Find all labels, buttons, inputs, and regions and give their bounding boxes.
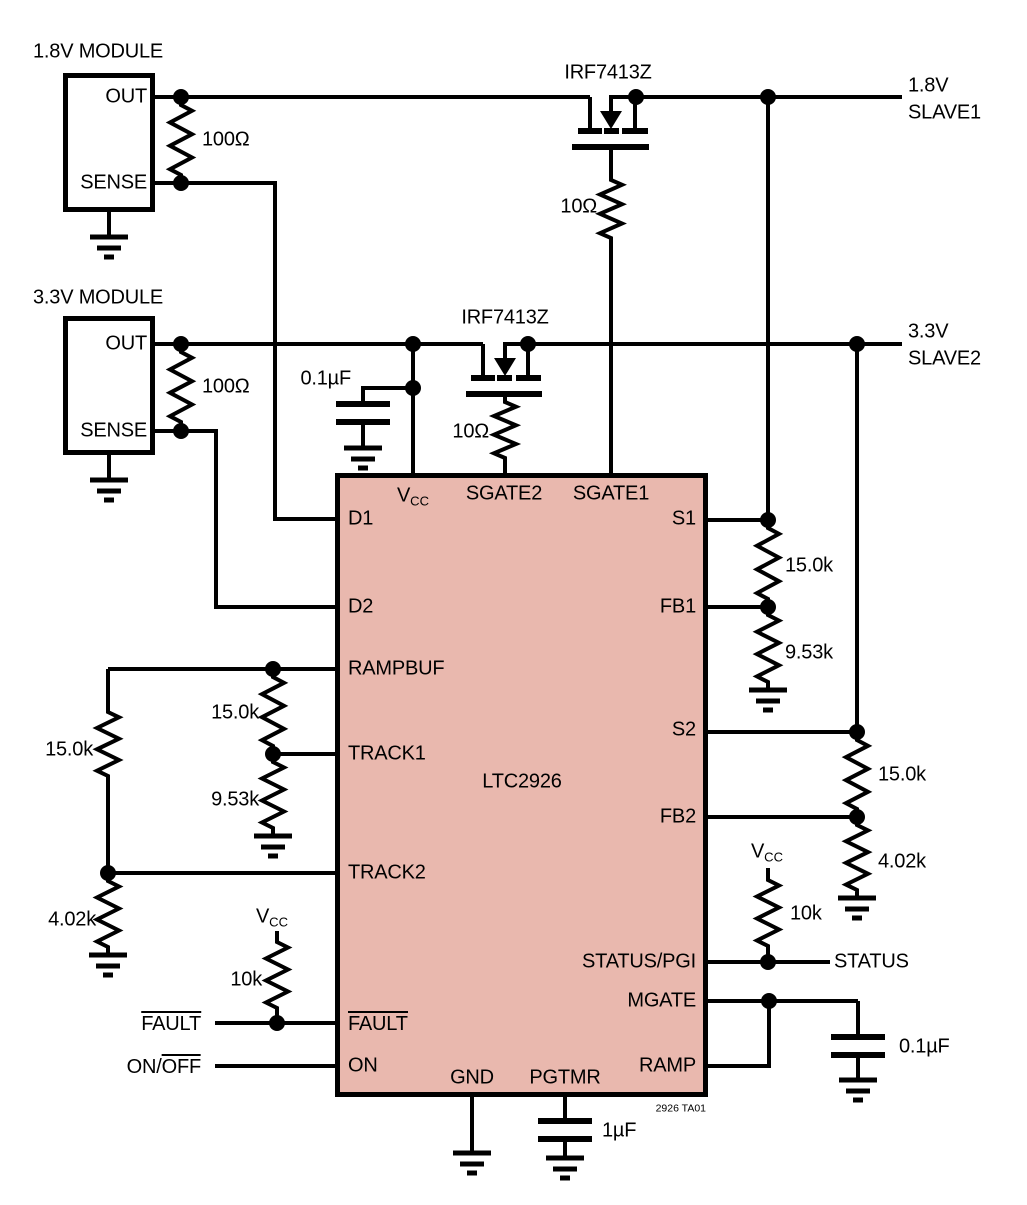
- ground-module1: [90, 234, 128, 260]
- module2-pin-out: OUT: [105, 332, 147, 355]
- wires: [107, 95, 902, 1158]
- output2-name: SLAVE2: [908, 347, 981, 370]
- status-signal-label: STATUS: [834, 950, 909, 973]
- wire-vcc-cap-branch: [361, 386, 413, 401]
- module2-pin-sense: SENSE: [80, 419, 147, 442]
- capacitors: [336, 401, 885, 1142]
- module2-resistor-label: 100Ω: [202, 375, 250, 398]
- resistor-fb2-bottom-4k02: [841, 817, 873, 898]
- output2-voltage: 3.3V: [908, 320, 949, 343]
- resistor-fb1-top-15k: [752, 520, 784, 607]
- resistor-label-track2: 4.02k: [48, 908, 96, 931]
- module1-title: 1.8V MODULE: [33, 40, 164, 63]
- ic-part-label: LTC2926: [482, 770, 562, 793]
- ground-pgtmr-cap: [546, 1155, 584, 1181]
- ground-mgate-cap: [839, 1077, 877, 1103]
- resistors: [92, 97, 873, 1023]
- resistor-100ohm-1: [165, 97, 197, 183]
- mosfet-1-symbol: [572, 97, 649, 150]
- vcc-cap-label: 0.1µF: [300, 367, 351, 390]
- resistor-label-fb2-bottom: 4.02k: [878, 850, 926, 873]
- ic-pin-ramp: RAMP: [639, 1054, 696, 1077]
- resistor-track1-top-15k: [257, 669, 289, 754]
- ic-pin-d1: D1: [348, 507, 374, 530]
- fault-signal-label: FAULT: [141, 1011, 201, 1035]
- ic-body: [335, 473, 708, 1097]
- resistor-label-ramp-side: 15.0k: [45, 738, 93, 761]
- resistor-label-fault-pullup: 10k: [230, 968, 262, 991]
- resistor-status-pullup-10k: [752, 868, 784, 962]
- ground-module2: [90, 477, 128, 503]
- ic-pin-status-pgi: STATUS/PGI: [582, 950, 696, 973]
- ic-pin-rampbuf: RAMPBUF: [348, 657, 445, 680]
- ic-pin-track1: TRACK1: [348, 742, 426, 765]
- capacitor-mgate: [831, 1034, 885, 1058]
- ic-pin-sgate2: SGATE2: [465, 482, 543, 505]
- fet2-gate-resistor-label: 10Ω: [452, 420, 489, 443]
- resistor-label-track1-top: 15.0k: [211, 701, 259, 724]
- wire-sense1-d1: [155, 181, 337, 521]
- module-3v3-box: [63, 316, 155, 455]
- resistor-10ohm-2: [488, 394, 522, 475]
- resistor-100ohm-2: [165, 344, 197, 431]
- module1-resistor-label: 100Ω: [202, 128, 250, 151]
- resistor-fb1-bottom-9k53: [752, 607, 784, 690]
- module1-pin-sense: SENSE: [80, 171, 147, 194]
- resistor-fb2-top-15k: [841, 732, 873, 817]
- pgtmr-cap-label: 1µF: [602, 1119, 637, 1142]
- resistor-ramp-side-15k: [92, 669, 124, 873]
- resistor-label-fb1-bottom: 9.53k: [785, 641, 833, 664]
- module1-pin-out: OUT: [105, 85, 147, 108]
- fet2-part-label: IRF7413Z: [461, 306, 549, 329]
- junction-dots: [100, 89, 865, 1031]
- ground-track1: [254, 833, 292, 859]
- resistor-label-status-pullup: 10k: [790, 902, 822, 925]
- output1-name: SLAVE1: [908, 101, 981, 124]
- ground-vcc-cap: [344, 445, 382, 471]
- resistor-label-fb2-top: 15.0k: [878, 763, 926, 786]
- module2-title: 3.3V MODULE: [33, 286, 164, 309]
- resistor-fault-pullup-10k: [261, 931, 293, 1023]
- ic-pin-track2: TRACK2: [348, 861, 426, 884]
- ground-fb1: [749, 687, 787, 713]
- ic-pin-fb1: FB1: [659, 595, 696, 618]
- figure-note: 2926 TA01: [655, 1102, 706, 1115]
- resistor-10ohm-1: [595, 147, 627, 475]
- fet1-gate-resistor-label: 10Ω: [560, 195, 597, 218]
- on-off-signal-label: ON/OFF: [126, 1054, 201, 1078]
- ground-gnd-pin: [453, 1150, 491, 1176]
- ic-pin-d2: D2: [348, 595, 374, 618]
- resistor-track1-bottom-9k53: [257, 754, 289, 836]
- ic-pin-on: ON: [348, 1054, 378, 1077]
- fet1-part-label: IRF7413Z: [564, 61, 652, 84]
- mgate-cap-label: 0.1µF: [899, 1035, 950, 1058]
- ic-pin-sgate1: SGATE1: [572, 482, 650, 505]
- vcc-supply-label-left: VCC: [256, 905, 288, 930]
- module-1v8-box: [63, 73, 155, 212]
- vcc-supply-label-right: VCC: [751, 840, 783, 865]
- ground-symbols: [89, 234, 877, 1181]
- ic-pin-gnd: GND: [450, 1066, 494, 1089]
- output1-voltage: 1.8V: [908, 74, 949, 97]
- capacitor-vcc: [336, 401, 390, 425]
- ic-pin-s1: S1: [671, 507, 696, 530]
- ground-track2: [89, 952, 127, 978]
- resistor-label-track1-bottom: 9.53k: [211, 788, 259, 811]
- ic-pin-fb2: FB2: [659, 805, 696, 828]
- ic-pin-vcc: VCC: [397, 484, 429, 509]
- resistor-label-fb1-top: 15.0k: [785, 554, 833, 577]
- ic-pin-mgate: MGATE: [627, 989, 696, 1012]
- wire-mgate-ramp: [708, 1001, 771, 1068]
- ground-fb2: [838, 895, 876, 921]
- ic-pin-pgtmr: PGTMR: [529, 1066, 601, 1089]
- ic-pin-s2: S2: [671, 718, 696, 741]
- resistor-track2-4k02: [92, 873, 124, 955]
- capacitor-pgtmr: [538, 1118, 592, 1142]
- ic-pin-fault: FAULT: [348, 1011, 408, 1035]
